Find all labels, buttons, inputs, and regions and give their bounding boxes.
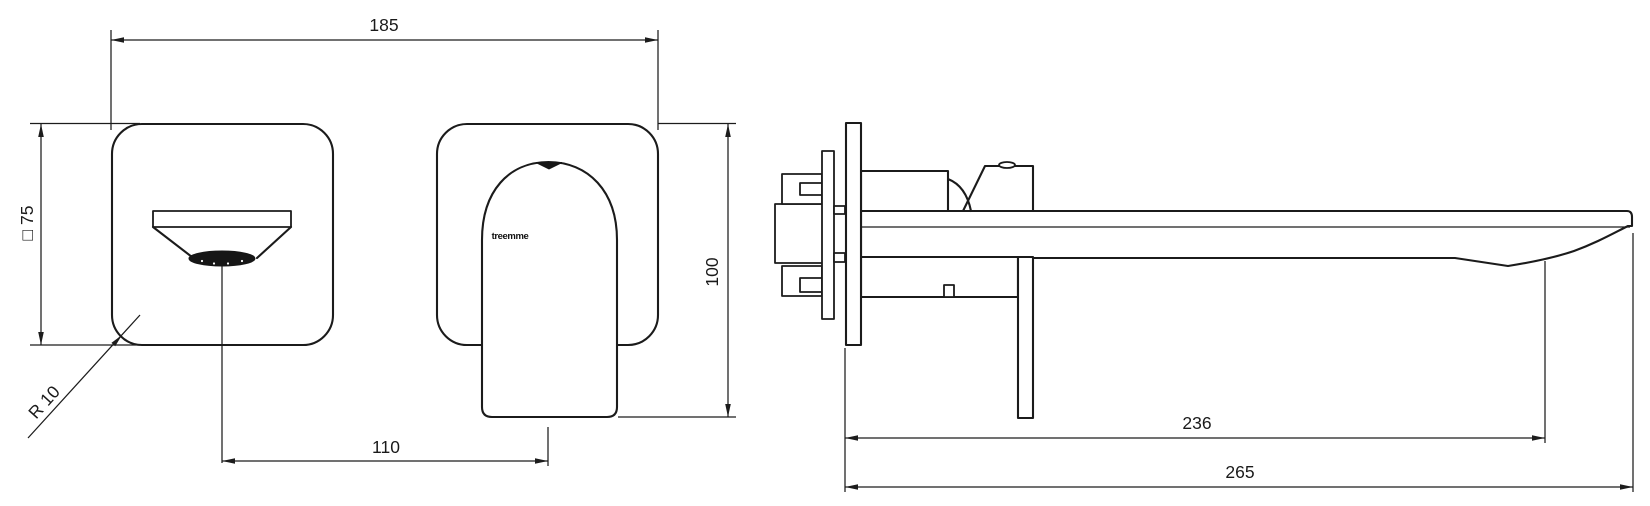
spout-front [151, 210, 293, 463]
connector-stub-lower [833, 252, 846, 263]
dim-236-label: 236 [1182, 413, 1211, 433]
spout-side-profile [859, 209, 1634, 268]
dimension-handle-height: 100 [618, 122, 736, 418]
handle-side [946, 161, 1035, 420]
dimension-aerator-projection: 236 [844, 261, 1546, 492]
connector-stub-upper [833, 205, 846, 215]
upper-bracket-tube [799, 182, 823, 196]
inwall-hardware [774, 150, 846, 320]
spout-cone-edges [151, 225, 293, 260]
handle-top-notch [535, 162, 563, 170]
dimension-total-projection: 265 [845, 233, 1634, 492]
brand-logo: treemme [492, 231, 529, 242]
lower-bracket-tube [799, 277, 823, 293]
handle-front: treemme [480, 160, 619, 419]
body-set-screw [943, 284, 955, 298]
backing-flange [821, 150, 835, 320]
dimension-center-distance: 110 [222, 427, 549, 466]
mixer-body-lower [859, 255, 1020, 299]
handle-cap-side [961, 164, 1035, 213]
dim-185-label: 185 [369, 15, 398, 35]
dimension-plate-size: □ 75 [17, 122, 140, 346]
handle-pivot-arc [946, 177, 973, 213]
union-nut [774, 203, 827, 264]
spout-top-band [152, 210, 292, 228]
handle-cap-screw [998, 161, 1016, 169]
dim-110-label: 110 [372, 437, 400, 457]
side-view: 236 265 [774, 121, 1634, 492]
aerator-highlights [200, 259, 244, 265]
dim-r10-label: R 10 [24, 381, 64, 422]
aerator-outlet [188, 250, 256, 267]
dimension-overall-width: 185 [110, 15, 659, 130]
dim-75-label: □ 75 [17, 206, 37, 241]
handle-lever-rod [1016, 255, 1035, 420]
dim-265-label: 265 [1225, 462, 1254, 482]
handle-body [480, 160, 619, 419]
front-view: treemme 185 □ 75 R 10 110 [17, 15, 736, 466]
dim-100-label: 100 [702, 257, 722, 286]
mixer-body-upper [859, 169, 950, 213]
wall-plate-side [844, 121, 863, 347]
